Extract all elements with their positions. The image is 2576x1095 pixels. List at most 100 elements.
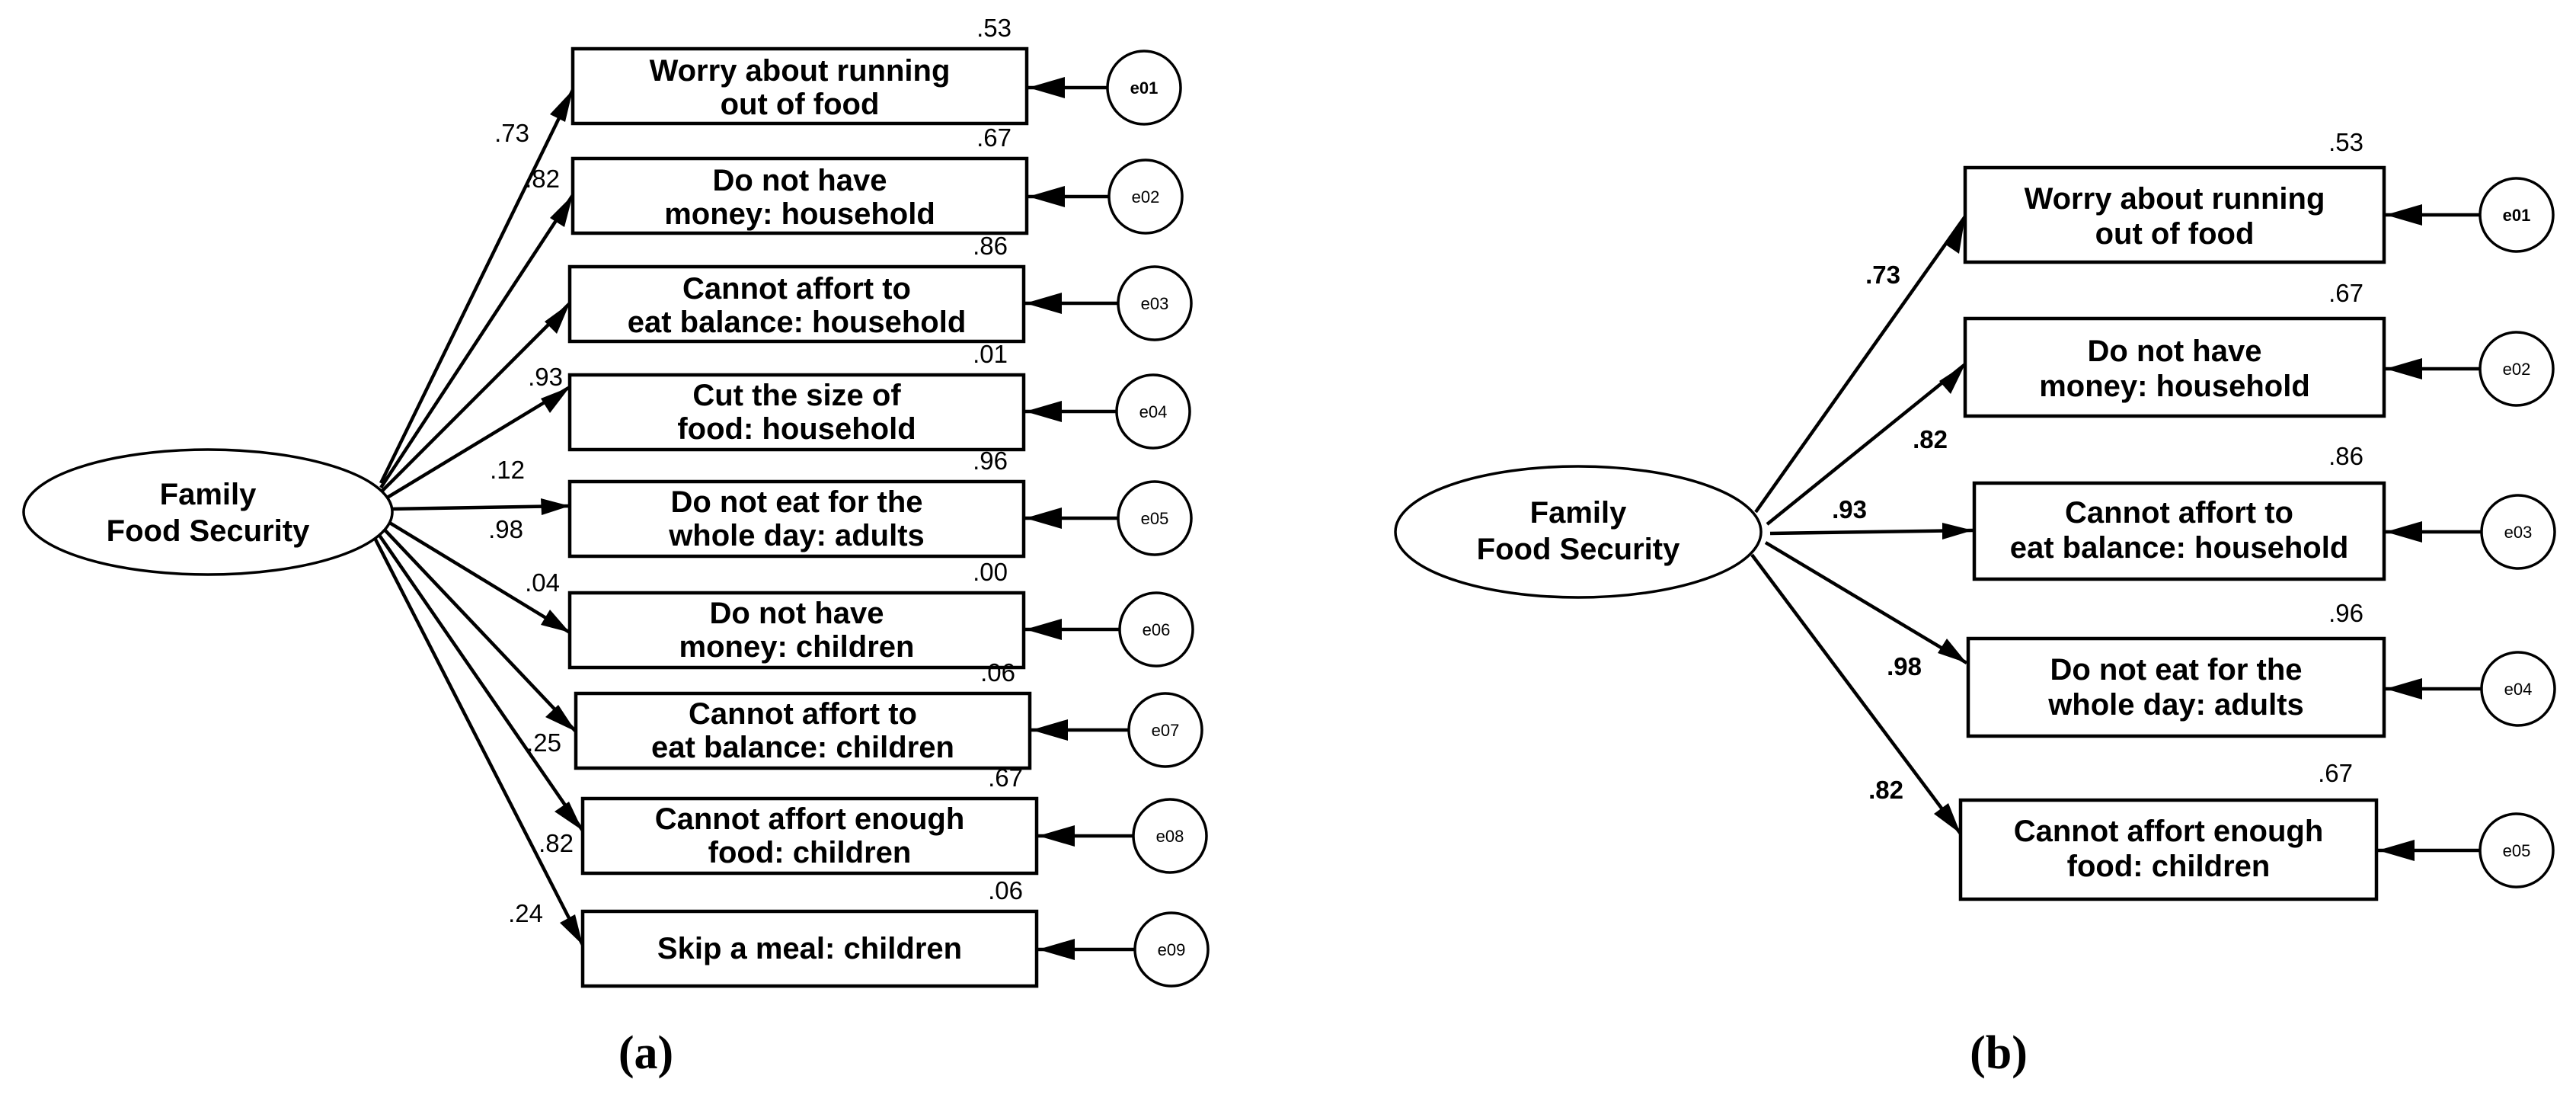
indicator-label-b-5-line1: Cannot affort enough — [2014, 815, 2324, 848]
indicator-label-a-5-line1: Do not eat for the — [670, 485, 922, 519]
r2-value-a-5: .96 — [973, 447, 1008, 475]
arrowhead-b-5 — [1934, 803, 1961, 834]
error-label-a-2: e02 — [1132, 187, 1160, 207]
indicator-box-a-6: Do not have money: children .00 — [567, 558, 1026, 670]
indicator-label-a-1-line1: Worry about running — [650, 54, 951, 88]
indicator-label-a-4-line1: Cut the size of — [692, 379, 901, 412]
error-label-a-3: e03 — [1141, 294, 1169, 313]
indicator-label-a-4-line2: food: household — [677, 412, 916, 446]
r2-value-a-9: .06 — [988, 876, 1023, 904]
indicator-box-a-9: Skip a meal: children .06 — [580, 876, 1039, 988]
indicator-box-a-8: Cannot affort enough food: children .67 — [580, 764, 1039, 876]
panel-a-loadings: .73 .82 .93 .12 .98 .04 .25 .82 .24 — [488, 119, 574, 927]
panel-a: Family Food Security Worry about running… — [22, 14, 1210, 1079]
indicator-label-a-6-line2: money: children — [679, 630, 915, 664]
arrowhead-a-4 — [541, 387, 570, 413]
error-term-a-3: e03 — [1025, 265, 1193, 341]
indicator-label-a-2-line1: Do not have — [713, 164, 887, 197]
error-label-a-9: e09 — [1158, 940, 1186, 959]
latent-label-line1-a: Family — [160, 478, 257, 511]
path-b-3 — [1769, 528, 1974, 536]
loading-a-6: .98 — [488, 515, 523, 543]
panel-a-arrowheads — [541, 90, 583, 945]
panel-a-paths — [372, 89, 585, 946]
panel-a-items: Worry about running out of food .53 Do n… — [567, 14, 1039, 988]
indicator-box-a-4: Cut the size of food: household .01 — [567, 340, 1026, 452]
r2-value-a-8: .67 — [988, 764, 1023, 792]
loading-a-7: .04 — [525, 568, 560, 597]
arrowhead-a-3 — [545, 303, 570, 334]
indicator-label-b-2-line1: Do not have — [2088, 335, 2262, 368]
r2-value-a-1: .53 — [976, 14, 1012, 42]
indicator-label-a-3-line2: eat balance: household — [628, 306, 967, 339]
arrowhead-a-5 — [541, 498, 570, 515]
latent-label-line2-a: Food Security — [107, 514, 310, 548]
error-label-a-1: e01 — [1130, 78, 1159, 98]
path-b-5 — [1750, 553, 1962, 835]
path-a-2 — [379, 194, 574, 489]
path-a-6 — [383, 518, 571, 634]
indicator-label-b-4-line2: whole day: adults — [2047, 688, 2304, 722]
error-term-b-1: e01 — [2386, 177, 2555, 253]
path-a-5 — [388, 504, 570, 511]
r2-value-a-7: .06 — [980, 658, 1015, 687]
panel-label-a: (a) — [618, 1027, 673, 1079]
panel-label-b: (b) — [1970, 1027, 2028, 1079]
indicator-label-a-1-line2: out of food — [721, 88, 880, 121]
error-term-b-5: e05 — [2378, 812, 2555, 888]
arrowhead-a-6 — [541, 610, 570, 632]
arrowhead-b-3 — [1942, 523, 1973, 539]
r2-value-b-1: .53 — [2328, 128, 2363, 156]
r2-value-b-5: .67 — [2318, 759, 2353, 787]
indicator-label-b-1-line2: out of food — [2095, 217, 2255, 251]
error-label-a-4: e04 — [1139, 402, 1168, 421]
indicator-label-a-9-line1: Skip a meal: children — [657, 932, 962, 965]
latent-label-line1-b: Family — [1530, 496, 1627, 530]
error-term-b-4: e04 — [2386, 651, 2556, 727]
loading-a-4: .93 — [528, 363, 563, 391]
error-label-a-7: e07 — [1152, 721, 1180, 740]
panel-b-errors: e01 e02 e03 e04 — [2378, 177, 2556, 888]
error-label-a-8: e08 — [1156, 827, 1184, 846]
error-term-a-2: e02 — [1028, 158, 1184, 235]
error-label-b-4: e04 — [2504, 680, 2533, 699]
panel-a-errors: e01 e02 e03 e04 — [1025, 50, 1210, 988]
r2-value-a-3: .86 — [973, 232, 1008, 260]
arrowhead-a-8 — [555, 802, 583, 831]
indicator-box-b-4: Do not eat for the whole day: adults .96 — [1966, 599, 2386, 738]
latent-family-food-security-a: Family Food Security — [22, 448, 394, 576]
error-label-b-1: e01 — [2503, 206, 2531, 225]
path-a-7 — [379, 524, 577, 733]
arrowhead-a-9 — [560, 914, 583, 945]
indicator-box-b-3: Cannot affort to eat balance: household … — [1972, 442, 2386, 581]
latent-ellipse-b — [1394, 465, 1763, 599]
error-label-b-3: e03 — [2504, 523, 2533, 542]
error-label-a-5: e05 — [1141, 509, 1169, 528]
path-a-8 — [376, 530, 584, 832]
loading-b-4: .98 — [1887, 652, 1922, 680]
indicator-label-b-3-line2: eat balance: household — [2010, 531, 2349, 565]
error-label-b-2: e02 — [2503, 360, 2531, 379]
indicator-box-a-3: Cannot affort to eat balance: household … — [567, 232, 1026, 344]
arrowhead-a-1 — [550, 90, 573, 122]
arrowhead-b-1 — [1945, 216, 1965, 254]
loading-b-3: .93 — [1832, 495, 1867, 523]
indicator-box-a-2: Do not have money: household .67 — [570, 123, 1029, 235]
indicator-label-a-8-line2: food: children — [708, 836, 912, 869]
error-term-b-3: e03 — [2386, 494, 2556, 570]
indicator-label-a-6-line1: Do not have — [710, 597, 884, 630]
indicator-label-a-2-line2: money: household — [664, 197, 935, 231]
path-a-3 — [379, 302, 571, 494]
indicator-label-b-5-line2: food: children — [2067, 850, 2271, 883]
r2-value-b-4: .96 — [2328, 599, 2363, 627]
r2-value-a-2: .67 — [976, 123, 1012, 152]
indicator-label-a-7-line2: eat balance: children — [651, 731, 954, 764]
r2-value-a-4: .01 — [973, 340, 1008, 368]
path-a-9 — [372, 536, 585, 946]
path-b-1 — [1754, 215, 1967, 514]
loading-a-extra: .24 — [508, 899, 543, 927]
indicator-label-a-3-line1: Cannot affort to — [682, 272, 911, 306]
panel-b-items: Worry about running out of food .53 Do n… — [1958, 128, 2386, 901]
loading-a-2: .82 — [525, 165, 560, 193]
